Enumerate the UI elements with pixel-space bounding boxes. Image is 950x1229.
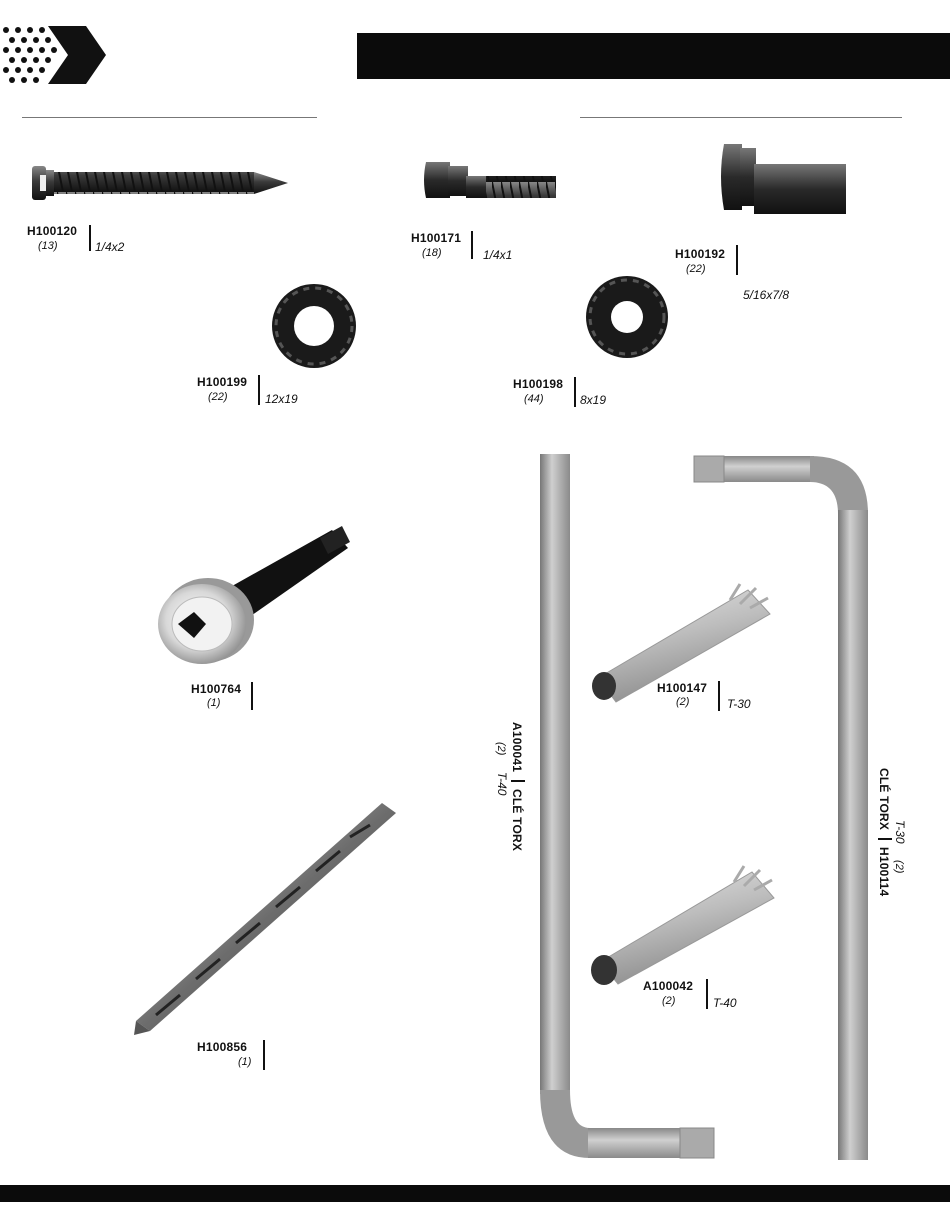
qty-a100042: (2) — [662, 995, 675, 1007]
footer-band — [0, 1185, 950, 1202]
qty-h100856: (1) — [238, 1056, 251, 1068]
name-a100041: CLÉ TORX — [510, 789, 524, 851]
label-divider — [89, 225, 91, 251]
label-divider — [706, 979, 708, 1009]
size-a100042: T-40 — [713, 996, 737, 1010]
label-divider — [471, 231, 473, 259]
size-a100041: T-40 — [495, 772, 509, 796]
part-number-h100198: H100198 — [513, 377, 563, 391]
size-h100171: 1/4x1 — [483, 248, 512, 262]
lock-washer-small-icon — [582, 272, 672, 362]
qty-h100199: (22) — [208, 391, 228, 403]
part-number-h100199: H100199 — [197, 375, 247, 389]
label-divider — [251, 682, 253, 710]
part-number-h100147: H100147 — [657, 681, 707, 695]
qty-a100041: (2) — [495, 742, 507, 755]
qty-h100171: (18) — [422, 247, 442, 259]
size-h100192: 5/16x7/8 — [743, 288, 789, 302]
name-h100114: CLÉ TORX — [877, 768, 891, 830]
label-divider — [718, 681, 720, 711]
label-divider — [736, 245, 738, 275]
qty-h100764: (1) — [207, 697, 220, 709]
label-divider — [511, 780, 525, 782]
bit-driver-icon — [150, 520, 360, 670]
label-divider — [878, 838, 892, 840]
qty-h100120: (13) — [38, 240, 58, 252]
key-sub-h100114: T-30 (2) — [891, 820, 909, 873]
flange-bolt-large-icon — [718, 134, 848, 220]
part-number-a100042: A100042 — [643, 979, 693, 993]
header-band — [357, 33, 950, 79]
size-h100147: T-30 — [727, 697, 751, 711]
torx-l-key-t30-icon — [690, 450, 880, 1165]
qty-h100198: (44) — [524, 393, 544, 405]
part-number-h100114: H100114 — [877, 847, 891, 896]
key-sub-a100041: (2) T-40 — [493, 742, 511, 795]
part-number-h100171: H100171 — [411, 231, 461, 245]
qty-h100192: (22) — [686, 263, 706, 275]
divider-right — [580, 117, 902, 118]
lag-screw-icon — [30, 162, 295, 204]
label-divider — [263, 1040, 265, 1070]
size-h100114: T-30 — [893, 820, 907, 844]
label-divider — [258, 375, 260, 405]
label-divider — [574, 377, 576, 407]
drill-bit-icon — [120, 795, 410, 1045]
lock-washer-icon — [268, 280, 360, 372]
size-h100198: 8x19 — [580, 393, 606, 407]
part-number-h100856: H100856 — [197, 1040, 247, 1054]
divider-left — [22, 117, 317, 118]
chevron-logo-icon — [0, 22, 110, 88]
torx-bit-t40-icon — [580, 860, 785, 985]
part-number-h100764: H100764 — [191, 682, 241, 696]
part-number-h100120: H100120 — [27, 224, 77, 238]
part-number-a100041: A100041 — [510, 722, 524, 772]
size-h100199: 12x19 — [265, 392, 298, 406]
qty-h100147: (2) — [676, 696, 689, 708]
part-number-h100192: H100192 — [675, 247, 725, 261]
qty-h100114: (2) — [893, 860, 905, 873]
flange-bolt-icon — [420, 152, 560, 208]
size-h100120: 1/4x2 — [95, 240, 124, 254]
